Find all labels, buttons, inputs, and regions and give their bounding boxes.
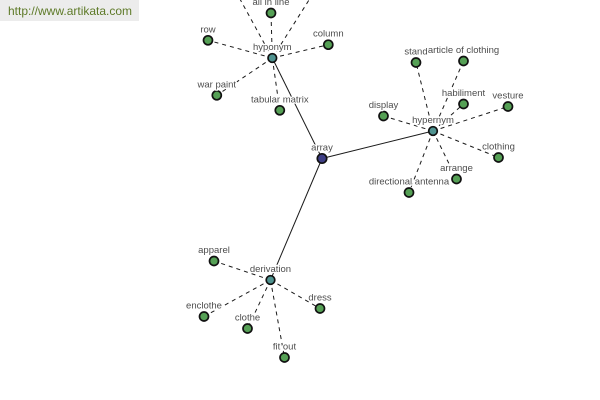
- node-dress[interactable]: [314, 303, 326, 314]
- node-habiliment[interactable]: [458, 98, 469, 110]
- node-enclothe[interactable]: [198, 311, 210, 322]
- label-arrange[interactable]: arrange: [439, 162, 474, 176]
- label-row[interactable]: row: [199, 23, 217, 37]
- label-clothing[interactable]: clothing: [481, 140, 516, 154]
- node-column[interactable]: [322, 39, 334, 51]
- node-hyponym[interactable]: [267, 52, 278, 64]
- edge-array-hypernym: [321, 130, 434, 159]
- node-derivation[interactable]: [265, 274, 276, 286]
- node-arrange[interactable]: [451, 173, 462, 185]
- label-stand[interactable]: stand: [403, 45, 429, 59]
- label-directional-antenna[interactable]: directional antenna: [368, 175, 452, 189]
- node-tabular-matrix[interactable]: [274, 104, 286, 116]
- label-fit-out[interactable]: fit out: [272, 340, 298, 354]
- edge-hypernym-directional-antenna: [408, 130, 434, 193]
- url-text: http://www.artikata.com: [8, 3, 133, 18]
- label-article-of-clothing[interactable]: article of clothing: [427, 44, 501, 58]
- label-column[interactable]: column: [312, 27, 345, 41]
- edge-hypernym-vesture: [432, 106, 509, 132]
- edge-hyponym-column: [272, 44, 329, 59]
- edge-derivation-apparel: [213, 260, 271, 281]
- node-fit-out[interactable]: [279, 352, 290, 363]
- edge-hyponym-war-paint: [216, 57, 273, 96]
- label-enclothe[interactable]: enclothe: [185, 299, 224, 313]
- edge-hyponym-row: [207, 39, 273, 59]
- node-row[interactable]: [202, 34, 214, 46]
- label-hyponym[interactable]: hyponym: [252, 41, 293, 55]
- node-article-of-clothing[interactable]: [458, 55, 469, 67]
- label-apparel[interactable]: apparel: [197, 244, 231, 258]
- node-stand[interactable]: [410, 57, 422, 68]
- label-war-paint[interactable]: war paint: [195, 78, 238, 92]
- node-hypernym[interactable]: [427, 125, 439, 137]
- label-all-in-line[interactable]: all in line: [251, 0, 291, 9]
- label-tabular-matrix[interactable]: tabular matrix: [250, 93, 310, 107]
- edge-derivation-clothe: [247, 279, 271, 329]
- node-all-in-line[interactable]: [265, 7, 277, 19]
- edge-array-hyponym: [271, 57, 323, 159]
- label-display[interactable]: display: [367, 99, 399, 113]
- label-habiliment[interactable]: habiliment: [441, 87, 487, 101]
- edge-hypernym-display: [383, 115, 434, 132]
- edge-hypernym-stand: [415, 62, 434, 132]
- label-derivation[interactable]: derivation: [249, 263, 293, 277]
- edge-hyponym-offscreen-top-left: [239, 0, 273, 59]
- node-directional-antenna[interactable]: [403, 187, 415, 198]
- label-vesture[interactable]: vesture: [491, 89, 525, 103]
- edge-hypernym-habiliment: [432, 103, 464, 132]
- edge-hypernym-clothing: [432, 130, 499, 158]
- label-dress[interactable]: dress: [307, 291, 333, 305]
- node-clothing[interactable]: [493, 152, 504, 163]
- edge-hyponym-tabular-matrix: [271, 57, 281, 111]
- node-array[interactable]: [316, 152, 328, 165]
- label-clothe[interactable]: clothe: [234, 311, 262, 325]
- edge-derivation-dress: [270, 279, 321, 309]
- edge-derivation-fit-out: [270, 279, 285, 358]
- edge-hyponym-offscreen-top-right: [271, 0, 310, 59]
- node-apparel[interactable]: [208, 255, 220, 267]
- node-display[interactable]: [378, 110, 389, 122]
- url-bar: http://www.artikata.com: [0, 0, 139, 21]
- node-vesture[interactable]: [502, 101, 514, 112]
- edge-array-derivation: [270, 158, 323, 281]
- label-array[interactable]: array: [310, 141, 334, 155]
- node-war-paint[interactable]: [211, 89, 223, 101]
- node-clothe[interactable]: [242, 323, 253, 334]
- edge-hypernym-arrange: [432, 130, 457, 180]
- label-hypernym[interactable]: hypernym: [411, 114, 455, 128]
